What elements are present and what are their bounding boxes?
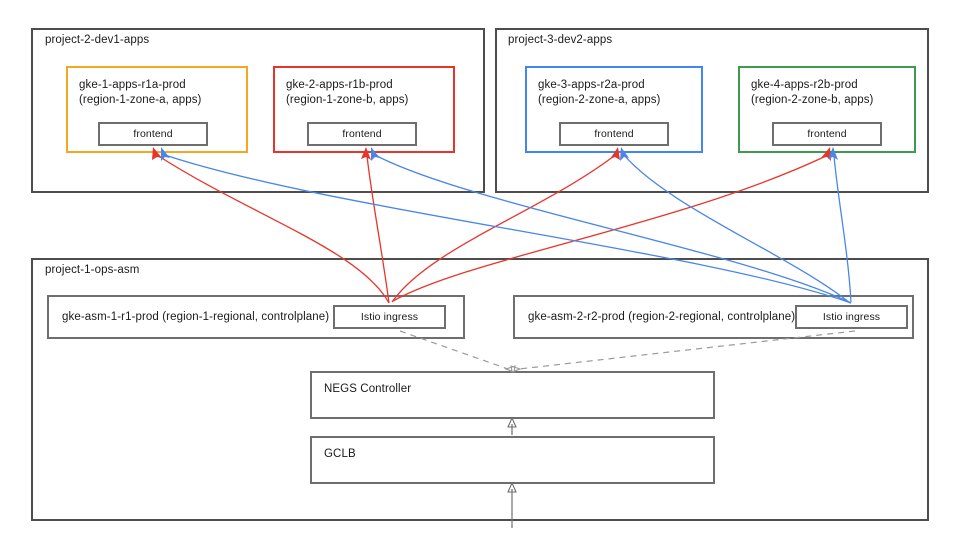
cluster-name-gke-2: gke-2-apps-r1b-prod <box>286 79 393 91</box>
workload-box-gke-1-frontend: frontend <box>98 122 208 146</box>
service-box-gclb: GCLB <box>310 436 715 484</box>
cluster-title-gke-4: gke-4-apps-r2b-prod (region-2-zone-b, app… <box>751 78 873 107</box>
service-box-negs-controller: NEGS Controller <box>310 371 715 419</box>
project-label-project-2-dev1-apps: project-2-dev1-apps <box>45 34 150 46</box>
cluster-title-gke-2: gke-2-apps-r1b-prod (region-1-zone-b, app… <box>286 78 408 107</box>
cluster-location-gke-1: (region-1-zone-a, apps) <box>79 93 202 106</box>
project-label-project-3-dev2-apps: project-3-dev2-apps <box>508 34 613 46</box>
workload-box-gke-3-frontend: frontend <box>559 122 669 146</box>
workload-box-gke-4-frontend: frontend <box>772 122 882 146</box>
cluster-location-gke-4: (region-2-zone-b, apps) <box>751 93 874 106</box>
workload-box-gke-2-frontend: frontend <box>307 122 417 146</box>
istio-ingress-box-asm-2: Istio ingress <box>795 305 908 329</box>
cluster-title-gke-1: gke-1-apps-r1a-prod (region-1-zone-a, app… <box>79 78 201 107</box>
asm-cluster-label-asm-2: gke-asm-2-r2-prod (region-2-regional, co… <box>528 311 796 323</box>
cluster-title-gke-3: gke-3-apps-r2a-prod (region-2-zone-a, app… <box>538 78 660 107</box>
project-label-project-1-ops-asm: project-1-ops-asm <box>45 264 140 276</box>
cluster-name-gke-1: gke-1-apps-r1a-prod <box>79 79 186 91</box>
istio-ingress-box-asm-1: Istio ingress <box>333 305 446 329</box>
asm-cluster-label-asm-1: gke-asm-1-r1-prod (region-1-regional, co… <box>62 311 330 323</box>
service-label-gclb: GCLB <box>324 448 356 460</box>
cluster-location-gke-2: (region-1-zone-b, apps) <box>286 93 409 106</box>
cluster-name-gke-3: gke-3-apps-r2a-prod <box>538 79 645 91</box>
service-label-negs-controller: NEGS Controller <box>324 383 412 395</box>
cluster-location-gke-3: (region-2-zone-a, apps) <box>538 93 661 106</box>
cluster-box-gke-4: gke-4-apps-r2b-prod (region-2-zone-b, app… <box>738 66 916 153</box>
cluster-name-gke-4: gke-4-apps-r2b-prod <box>751 79 858 91</box>
